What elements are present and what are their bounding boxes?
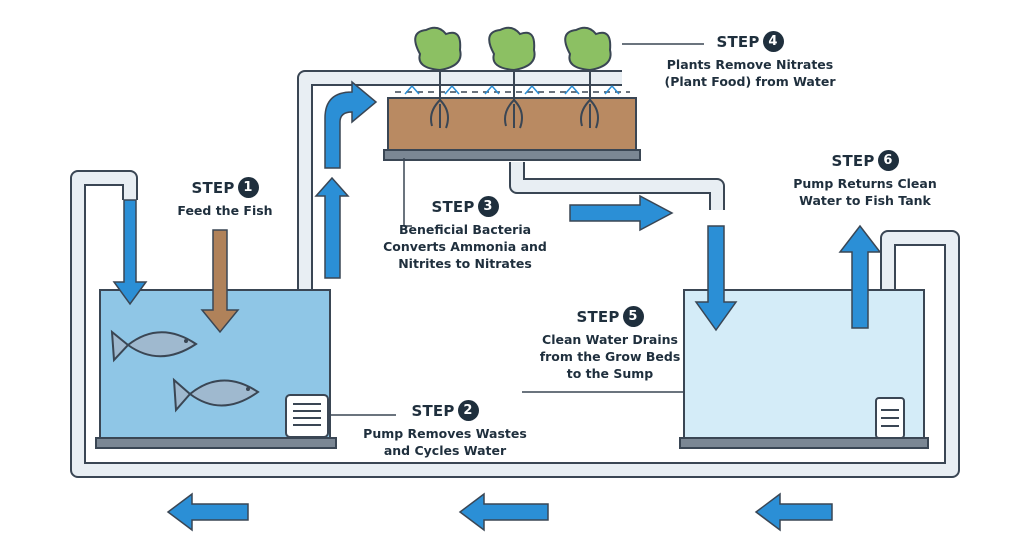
step-number: 2 bbox=[457, 400, 479, 421]
step-heading: STEP 4 bbox=[716, 31, 784, 52]
fish-tank-inlet-pipe bbox=[70, 170, 138, 215]
water-flow-arrow bbox=[569, 194, 674, 232]
step-3-label: STEP 3 Beneficial Bacteria Converts Ammo… bbox=[360, 196, 570, 272]
step-number: 4 bbox=[762, 31, 784, 52]
return-flow-arrow bbox=[754, 492, 833, 532]
step-heading: STEP 3 bbox=[431, 196, 499, 217]
step-description: Beneficial Bacteria Converts Ammonia and… bbox=[383, 222, 547, 271]
step-number: 5 bbox=[622, 306, 644, 327]
step-number: 1 bbox=[237, 177, 259, 198]
drain-pipe bbox=[509, 162, 725, 210]
leader-lines bbox=[330, 43, 704, 416]
step-number: 3 bbox=[477, 196, 499, 217]
step-description: Pump Returns Clean Water to Fish Tank bbox=[793, 176, 937, 208]
step-word: STEP bbox=[576, 307, 620, 326]
pump bbox=[875, 397, 905, 439]
water-sprays bbox=[404, 85, 620, 95]
plant bbox=[564, 26, 612, 129]
step-description: Pump Removes Wastes and Cycles Water bbox=[363, 426, 527, 458]
grow-bed bbox=[383, 85, 641, 161]
water-flow-arrow bbox=[838, 224, 882, 329]
step-6-label: STEP 6 Pump Returns Clean Water to Fish … bbox=[770, 150, 960, 209]
step-word: STEP bbox=[831, 151, 875, 170]
step-word: STEP bbox=[191, 178, 235, 197]
water-flow-arrow bbox=[112, 199, 148, 306]
step-heading: STEP 6 bbox=[831, 150, 899, 171]
pump bbox=[285, 394, 329, 438]
food-arrow bbox=[200, 229, 240, 334]
water-flow-arrow bbox=[314, 176, 350, 279]
step-1-label: STEP 1 Feed the Fish bbox=[150, 177, 300, 219]
step-word: STEP bbox=[716, 32, 760, 51]
step-2-label: STEP 2 Pump Removes Wastes and Cycles Wa… bbox=[340, 400, 550, 459]
return-flow-arrow bbox=[458, 492, 549, 532]
return-flow-arrow bbox=[166, 492, 249, 532]
step-heading: STEP 2 bbox=[411, 400, 479, 421]
step-description: Plants Remove Nitrates (Plant Food) from… bbox=[664, 57, 836, 89]
fish bbox=[110, 329, 198, 363]
plant bbox=[488, 26, 536, 129]
step-description: Feed the Fish bbox=[177, 203, 273, 218]
step-word: STEP bbox=[411, 401, 455, 420]
step-word: STEP bbox=[431, 197, 475, 216]
water-flow-arrow bbox=[694, 225, 738, 332]
step-4-label: STEP 4 Plants Remove Nitrates (Plant Foo… bbox=[640, 31, 860, 90]
step-heading: STEP 1 bbox=[191, 177, 259, 198]
step-description: Clean Water Drains from the Grow Beds to… bbox=[539, 332, 681, 381]
step-number: 6 bbox=[877, 150, 899, 171]
fish bbox=[172, 377, 260, 413]
step-heading: STEP 5 bbox=[576, 306, 644, 327]
water-flow-arrow bbox=[324, 80, 378, 169]
plant bbox=[414, 26, 462, 129]
step-5-label: STEP 5 Clean Water Drains from the Grow … bbox=[510, 306, 710, 382]
return-pipe bbox=[70, 210, 960, 478]
